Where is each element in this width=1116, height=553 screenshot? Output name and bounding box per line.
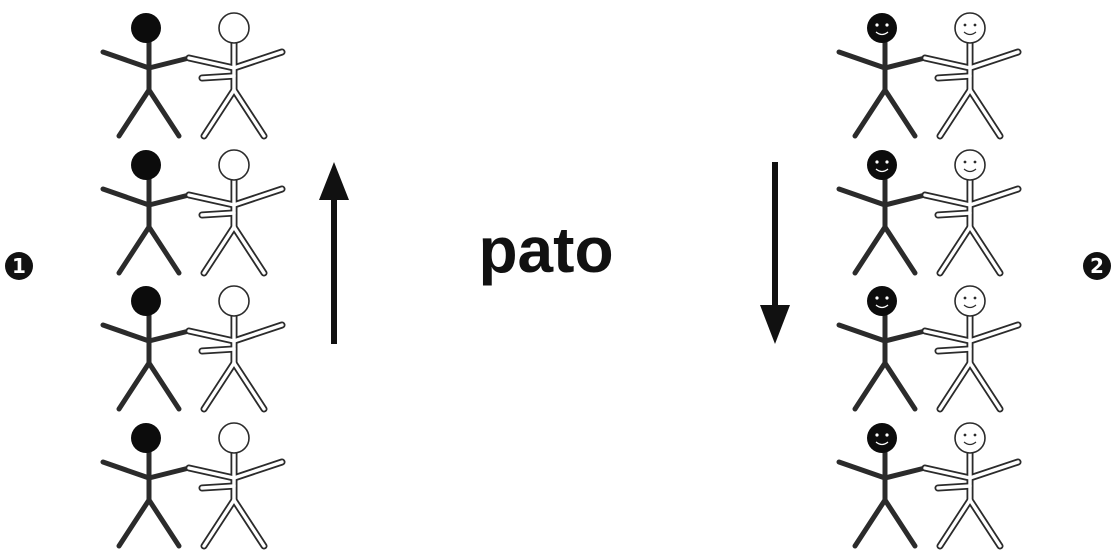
figure-pair-right-1	[839, 13, 1018, 136]
marker-2-label: 2	[1090, 254, 1104, 278]
marker-1: 1	[5, 252, 33, 280]
marker-2: 2	[1083, 252, 1111, 280]
figure-pair-left-2	[103, 150, 282, 273]
up-arrow	[319, 162, 349, 344]
figure-pair-right-2	[839, 150, 1018, 273]
figure-pair-left-4	[103, 423, 282, 546]
right-figure-group	[839, 13, 1018, 546]
figure-pair-left-3	[103, 286, 282, 409]
central-word: pato	[478, 214, 613, 286]
left-figure-group	[103, 13, 282, 546]
figure-pair-right-3	[839, 286, 1018, 409]
down-arrow	[760, 162, 790, 344]
marker-1-label: 1	[12, 254, 26, 278]
figure-pair-right-4	[839, 423, 1018, 546]
figure-pair-left-1	[103, 13, 282, 136]
